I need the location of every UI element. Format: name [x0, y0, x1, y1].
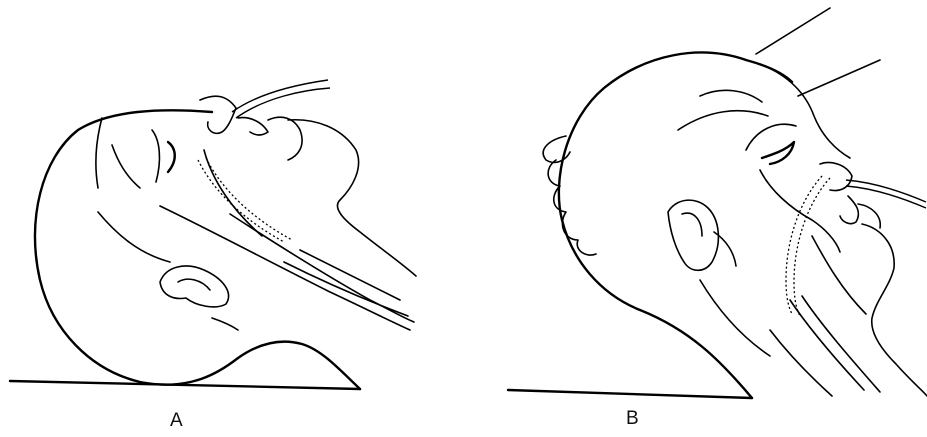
- panel-a-jaw: [288, 120, 416, 276]
- panel-a-ear: [160, 266, 229, 307]
- panel-a-airway-dashed: [198, 160, 284, 242]
- panel-a-nasal-tube: [232, 80, 328, 112]
- panel-a-drawing: [10, 80, 416, 389]
- panel-label-a: A: [170, 410, 183, 432]
- panel-b-surface-line: [508, 390, 752, 398]
- panel-a-eye: [168, 142, 175, 172]
- panel-label-b: B: [626, 408, 639, 430]
- panel-b-guide-line-1: [756, 8, 830, 54]
- panel-a-head-outline: [35, 110, 360, 389]
- panel-b-ear: [668, 200, 718, 270]
- panel-b-drawing: [508, 8, 927, 398]
- panel-a-nose: [200, 96, 236, 133]
- panel-b-eye: [762, 142, 794, 164]
- panel-b-hair: [543, 136, 596, 255]
- panel-b-jaw: [862, 224, 927, 396]
- panel-b-nasal-tube: [846, 180, 926, 202]
- panel-b-guide-line-2: [798, 60, 880, 96]
